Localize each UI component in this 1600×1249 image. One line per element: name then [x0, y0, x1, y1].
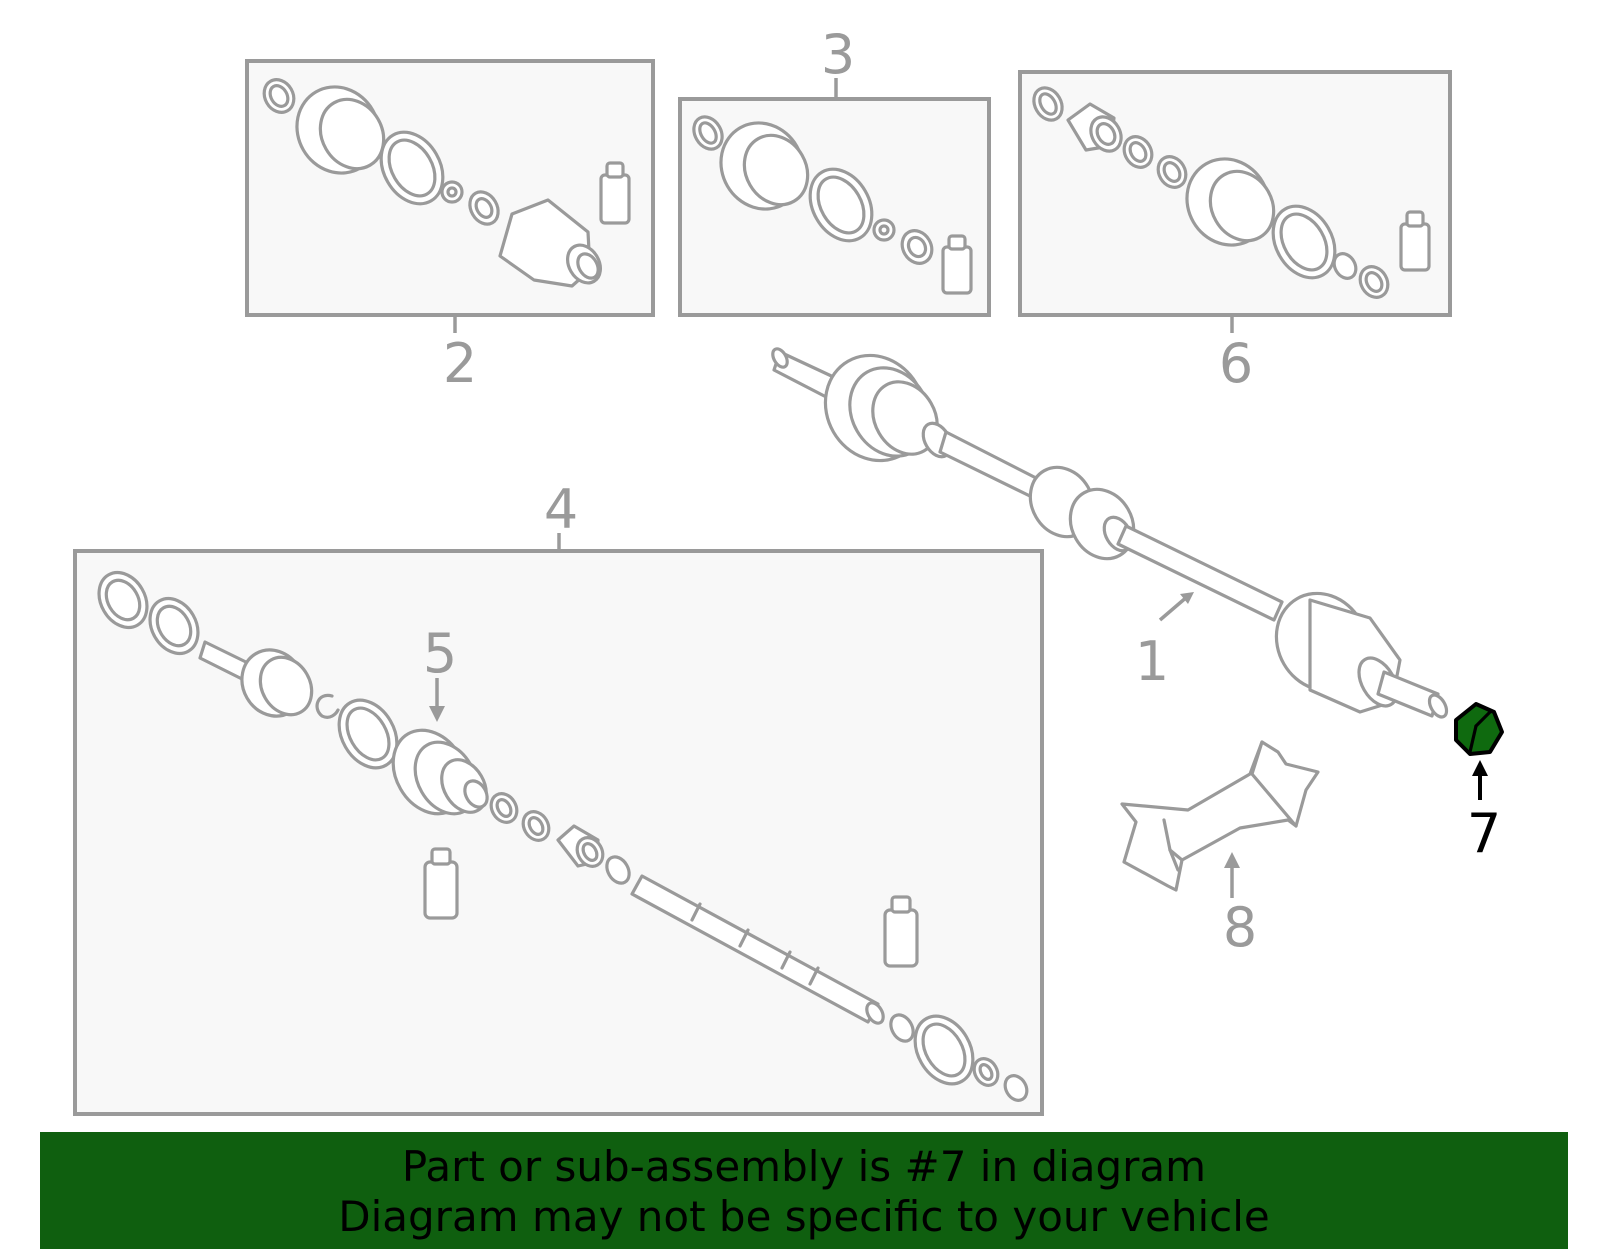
callout-4: 4 [544, 478, 578, 541]
axle-nut-highlighted[interactable]: 7 [1454, 702, 1504, 865]
callout-8: 8 [1223, 896, 1257, 959]
kit-box-2[interactable]: 2 [245, 59, 655, 395]
shaft-bracket[interactable]: 8 [1120, 740, 1320, 959]
callout-6: 6 [1219, 332, 1253, 395]
banner-line-2: Diagram may not be specific to your vehi… [338, 1192, 1270, 1241]
callout-1: 1 [1135, 630, 1169, 693]
banner-line-1: Part or sub-assembly is #7 in diagram [401, 1142, 1207, 1191]
kit-box-6[interactable]: 6 [1018, 70, 1452, 395]
kit-box-3[interactable]: 3 [678, 23, 991, 317]
callout-5: 5 [423, 622, 457, 685]
axle-shaft-assembly[interactable]: 1 [770, 337, 1450, 720]
callout-7: 7 [1467, 802, 1501, 865]
kit-box-4[interactable]: 4 5 [73, 478, 1044, 1116]
callout-3: 3 [821, 23, 855, 86]
callout-2: 2 [443, 332, 477, 395]
info-banner: Part or sub-assembly is #7 in diagram Di… [40, 1132, 1568, 1249]
